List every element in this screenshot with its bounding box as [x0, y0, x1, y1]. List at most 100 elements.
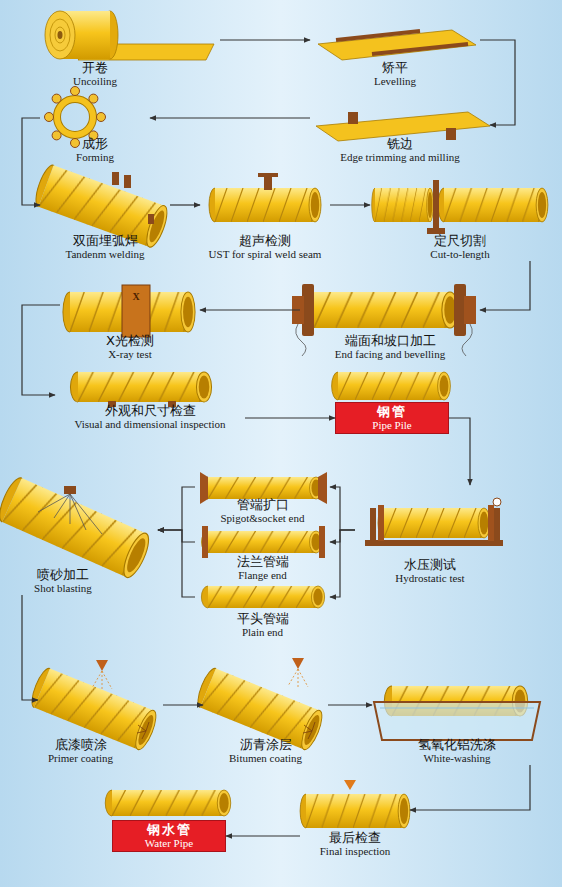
product-box: 钢管Pipe Pile — [335, 402, 449, 434]
milling-tool — [348, 112, 358, 124]
symbol-letter: X — [122, 291, 150, 303]
flow-arrow — [220, 39, 310, 40]
blast-jet — [38, 494, 70, 512]
process-step: 氢氧化铝洗涤White-washing — [372, 660, 542, 765]
step-name-zh: 成形 — [82, 136, 108, 151]
process-step: 管端扩口Spigot&socket end — [195, 465, 330, 525]
flow-arrow — [22, 595, 38, 700]
x-ray-unit — [122, 285, 150, 337]
step-name-en: UST for spiral weld seam — [209, 248, 322, 261]
process-step: 水压测试Hydrostatic test — [355, 485, 505, 585]
step-name-en: Spigot&socket end — [220, 512, 304, 525]
forming-roller — [52, 94, 61, 103]
test-bench-post — [494, 508, 500, 542]
step-name-zh: 氢氧化铝洗涤 — [418, 737, 496, 752]
step-name-en: Edge trimming and milling — [340, 151, 459, 164]
blast-jet — [70, 494, 86, 530]
blast-jet — [70, 494, 71, 524]
flow-arrow — [480, 40, 515, 125]
step-name-zh: X光检测 — [106, 333, 154, 348]
forming-roller — [71, 139, 80, 148]
facing-machine — [464, 296, 476, 324]
flange — [319, 526, 325, 558]
step-name-en: Tandenm welding — [66, 248, 145, 261]
welding-head — [112, 172, 119, 185]
step-name-zh: 超声检测 — [239, 233, 291, 248]
step-name-en: Final inspection — [320, 845, 391, 858]
steel-plate — [318, 30, 476, 60]
step-name-zh: 矫平 — [382, 60, 408, 75]
step-name-en: Cut-to-length — [430, 248, 489, 261]
process-step: 铣边Edge trimming and milling — [310, 95, 490, 164]
flow-arrow — [328, 704, 372, 705]
spray — [137, 722, 149, 739]
coil-ring — [55, 27, 65, 43]
step-name-zh: 定尺切割 — [434, 233, 486, 248]
pipe — [378, 508, 490, 538]
pipe — [28, 666, 160, 752]
facing-machine — [292, 296, 304, 324]
flow-arrow — [330, 530, 355, 597]
pipe — [202, 477, 323, 499]
step-name-en: Uncoiling — [73, 75, 117, 88]
step-name-en: Levelling — [374, 75, 416, 88]
pipe — [202, 531, 323, 553]
test-bench-post — [370, 508, 376, 542]
test-bench — [365, 540, 503, 546]
pipe — [332, 372, 451, 400]
pipe — [105, 790, 230, 816]
ultrasonic-probe — [258, 173, 278, 177]
end-cap — [488, 505, 494, 541]
pipe — [306, 292, 458, 328]
flow-arrow — [158, 530, 195, 597]
step-name-en: Shot blasting — [34, 582, 92, 595]
flow-arrow — [449, 418, 470, 485]
step-name-en: Primer coating — [48, 752, 113, 765]
flow-arrow — [170, 204, 200, 205]
formed-strip — [57, 99, 93, 135]
flow-arrow — [22, 305, 60, 395]
pipe — [372, 188, 434, 222]
step-name-zh: 最后检查 — [329, 830, 381, 845]
step-name-zh: 喷砂加工 — [37, 567, 89, 582]
step-name-zh: 钢管 — [377, 404, 407, 419]
step-name-en: Bitumen coating — [229, 752, 302, 765]
process-step: 矫平Levelling — [310, 8, 480, 88]
flow-arrow — [480, 261, 530, 310]
blast-jet — [54, 494, 70, 518]
pipe — [194, 666, 326, 752]
step-name-en: Flange end — [238, 569, 287, 582]
formed-strip — [57, 99, 93, 135]
welding-head — [148, 214, 154, 224]
pipe — [209, 188, 321, 222]
step-name-zh: 平头管端 — [237, 611, 289, 626]
step-name-zh: 底漆喷涂 — [55, 737, 107, 752]
flow-arrow — [330, 204, 370, 205]
water-surface — [380, 708, 534, 709]
step-name-en: Hydrostatic test — [395, 572, 464, 585]
step-name-en: End facing and bevelling — [335, 348, 445, 361]
process-step: 底漆喷涂Primer coating — [38, 660, 163, 765]
flow-arrow — [163, 704, 203, 705]
pipe — [70, 372, 211, 402]
process-step: 喷砂加工Shot blasting — [8, 485, 158, 595]
process-step: 外观和尺寸检查Visual and dimensional inspection — [55, 365, 245, 431]
flow-arrow — [410, 765, 530, 810]
process-step: X光检测X-ray test — [60, 280, 200, 361]
forming-roller — [71, 87, 80, 96]
flow-arrow — [158, 487, 195, 530]
step-name-zh: 法兰管端 — [237, 554, 289, 569]
flow-arrow — [226, 835, 300, 836]
spray — [303, 722, 315, 739]
milling-tool — [446, 128, 456, 140]
flow-arrow — [330, 487, 355, 530]
step-name-zh: 外观和尺寸检查 — [105, 403, 196, 418]
cable — [296, 324, 306, 356]
forming-roller — [97, 113, 106, 122]
spray — [92, 671, 112, 690]
step-name-zh: 沥青涂层 — [240, 737, 292, 752]
coil-ring — [50, 19, 70, 51]
step-name-en: Forming — [76, 151, 114, 164]
process-step: 沥青涂层Bitumen coating — [203, 660, 328, 765]
spigot-end — [318, 472, 327, 504]
